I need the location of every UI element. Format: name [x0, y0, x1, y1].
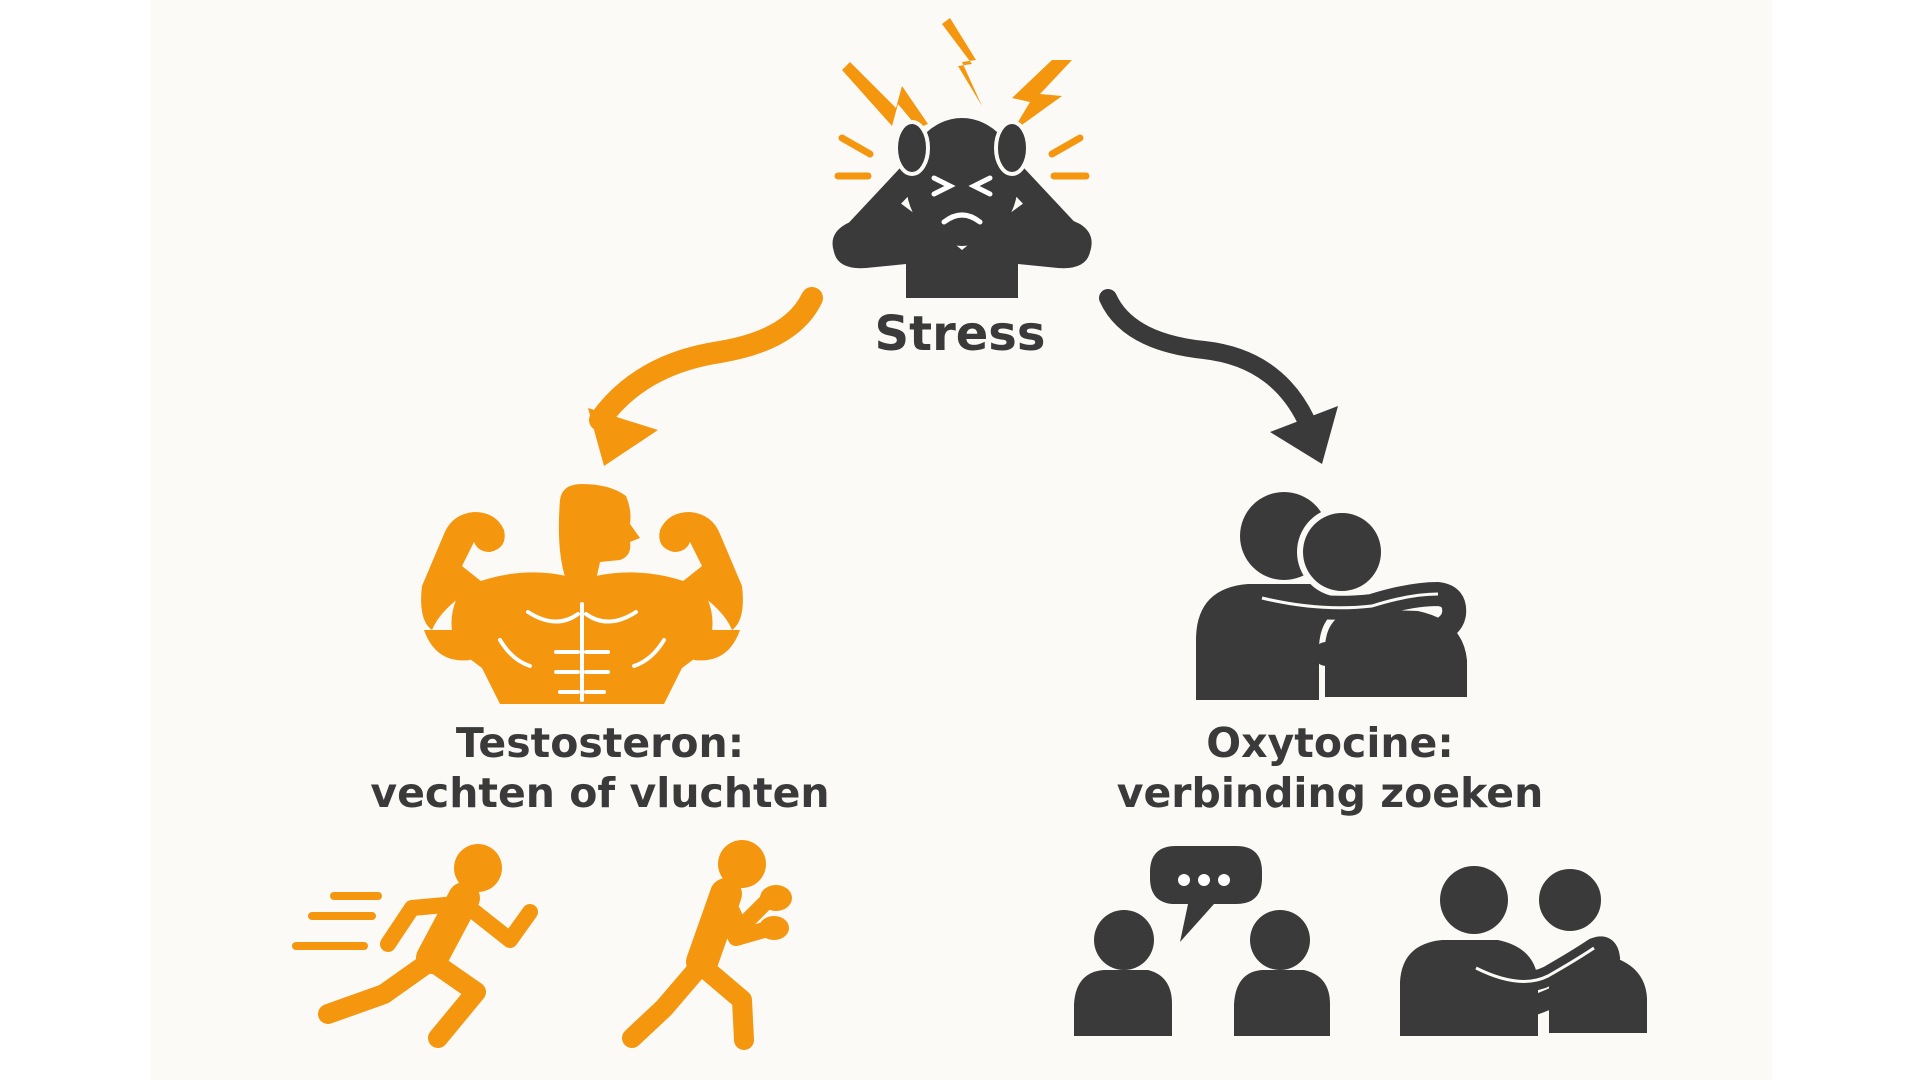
oxytocine-label: Oxytocine: verbinding zoeken: [1110, 718, 1550, 818]
running-person-icon: [292, 844, 538, 1048]
testosteron-title: Testosteron:: [455, 719, 745, 767]
boxing-person-icon: [622, 840, 792, 1050]
oxytocine-title: Oxytocine:: [1206, 719, 1454, 767]
arrow-to-testosteron: [588, 287, 823, 466]
lightning-bolt-icon: [842, 18, 1072, 132]
comforting-people-icon: [1400, 863, 1653, 1039]
testosteron-subtitle: vechten of vluchten: [370, 769, 830, 817]
hugging-people-icon: [1196, 492, 1473, 703]
arrow-to-oxytocine: [1099, 289, 1338, 464]
stressed-person-icon: [832, 18, 1092, 298]
oxytocine-subtitle: verbinding zoeken: [1116, 769, 1544, 817]
muscular-man-icon: [421, 484, 743, 704]
tension-lines-icon: [834, 134, 1090, 180]
stress-label: Stress: [874, 306, 1046, 362]
talking-people-icon: [1074, 846, 1330, 1036]
testosteron-label: Testosteron: vechten of vluchten: [360, 718, 840, 818]
